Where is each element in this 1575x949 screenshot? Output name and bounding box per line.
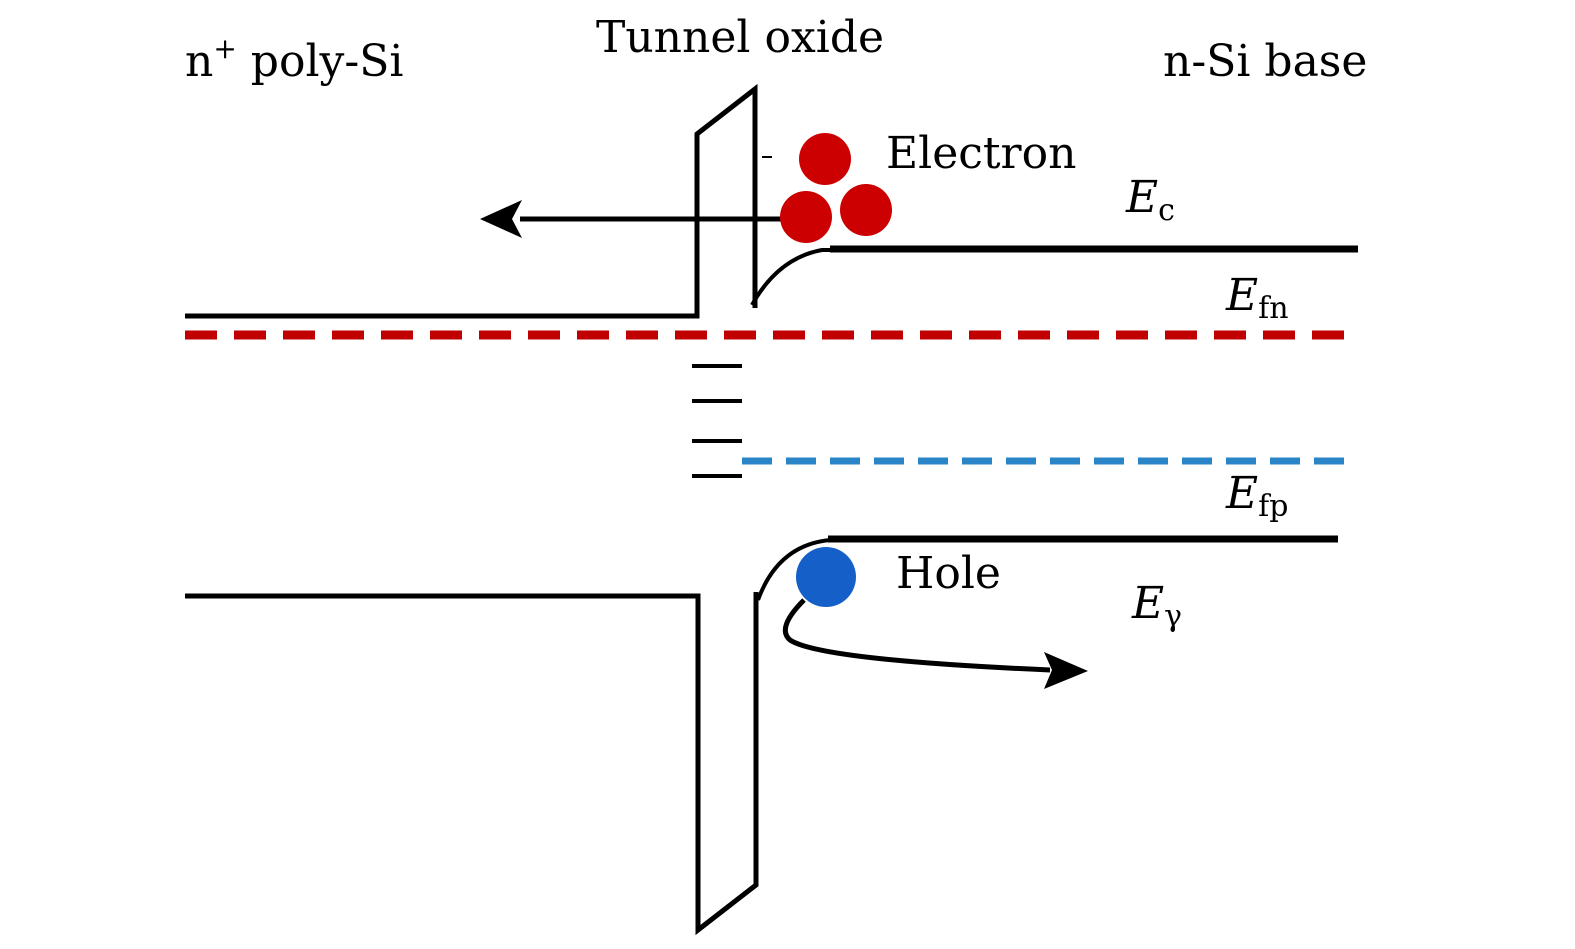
hole-dot xyxy=(796,547,856,607)
interface-states xyxy=(692,364,742,478)
left-region-label: n+ poly-Si xyxy=(185,32,403,87)
electron-label: Electron xyxy=(886,128,1076,179)
efp-label: Efp xyxy=(1225,468,1288,524)
valence-band-left xyxy=(185,592,759,936)
hole-arrow-path xyxy=(782,598,1051,673)
ec-label: Ec xyxy=(1125,172,1175,228)
ev-label: Eγ xyxy=(1131,578,1182,634)
electron-arrow-head xyxy=(480,200,522,238)
electron-dot xyxy=(780,191,832,243)
valence-band-right xyxy=(756,538,1338,601)
electron-dot xyxy=(840,184,892,236)
conduction-band-left xyxy=(185,83,758,319)
efn-label: Efn xyxy=(1225,270,1289,326)
right-region-label: n-Si base xyxy=(1163,36,1367,87)
electron-dot xyxy=(799,133,851,185)
conduction-band-right xyxy=(750,248,1358,306)
hole-label: Hole xyxy=(896,548,1001,599)
hole-arrow-head xyxy=(1044,652,1088,689)
oxide-label: Tunnel oxide xyxy=(596,12,884,63)
